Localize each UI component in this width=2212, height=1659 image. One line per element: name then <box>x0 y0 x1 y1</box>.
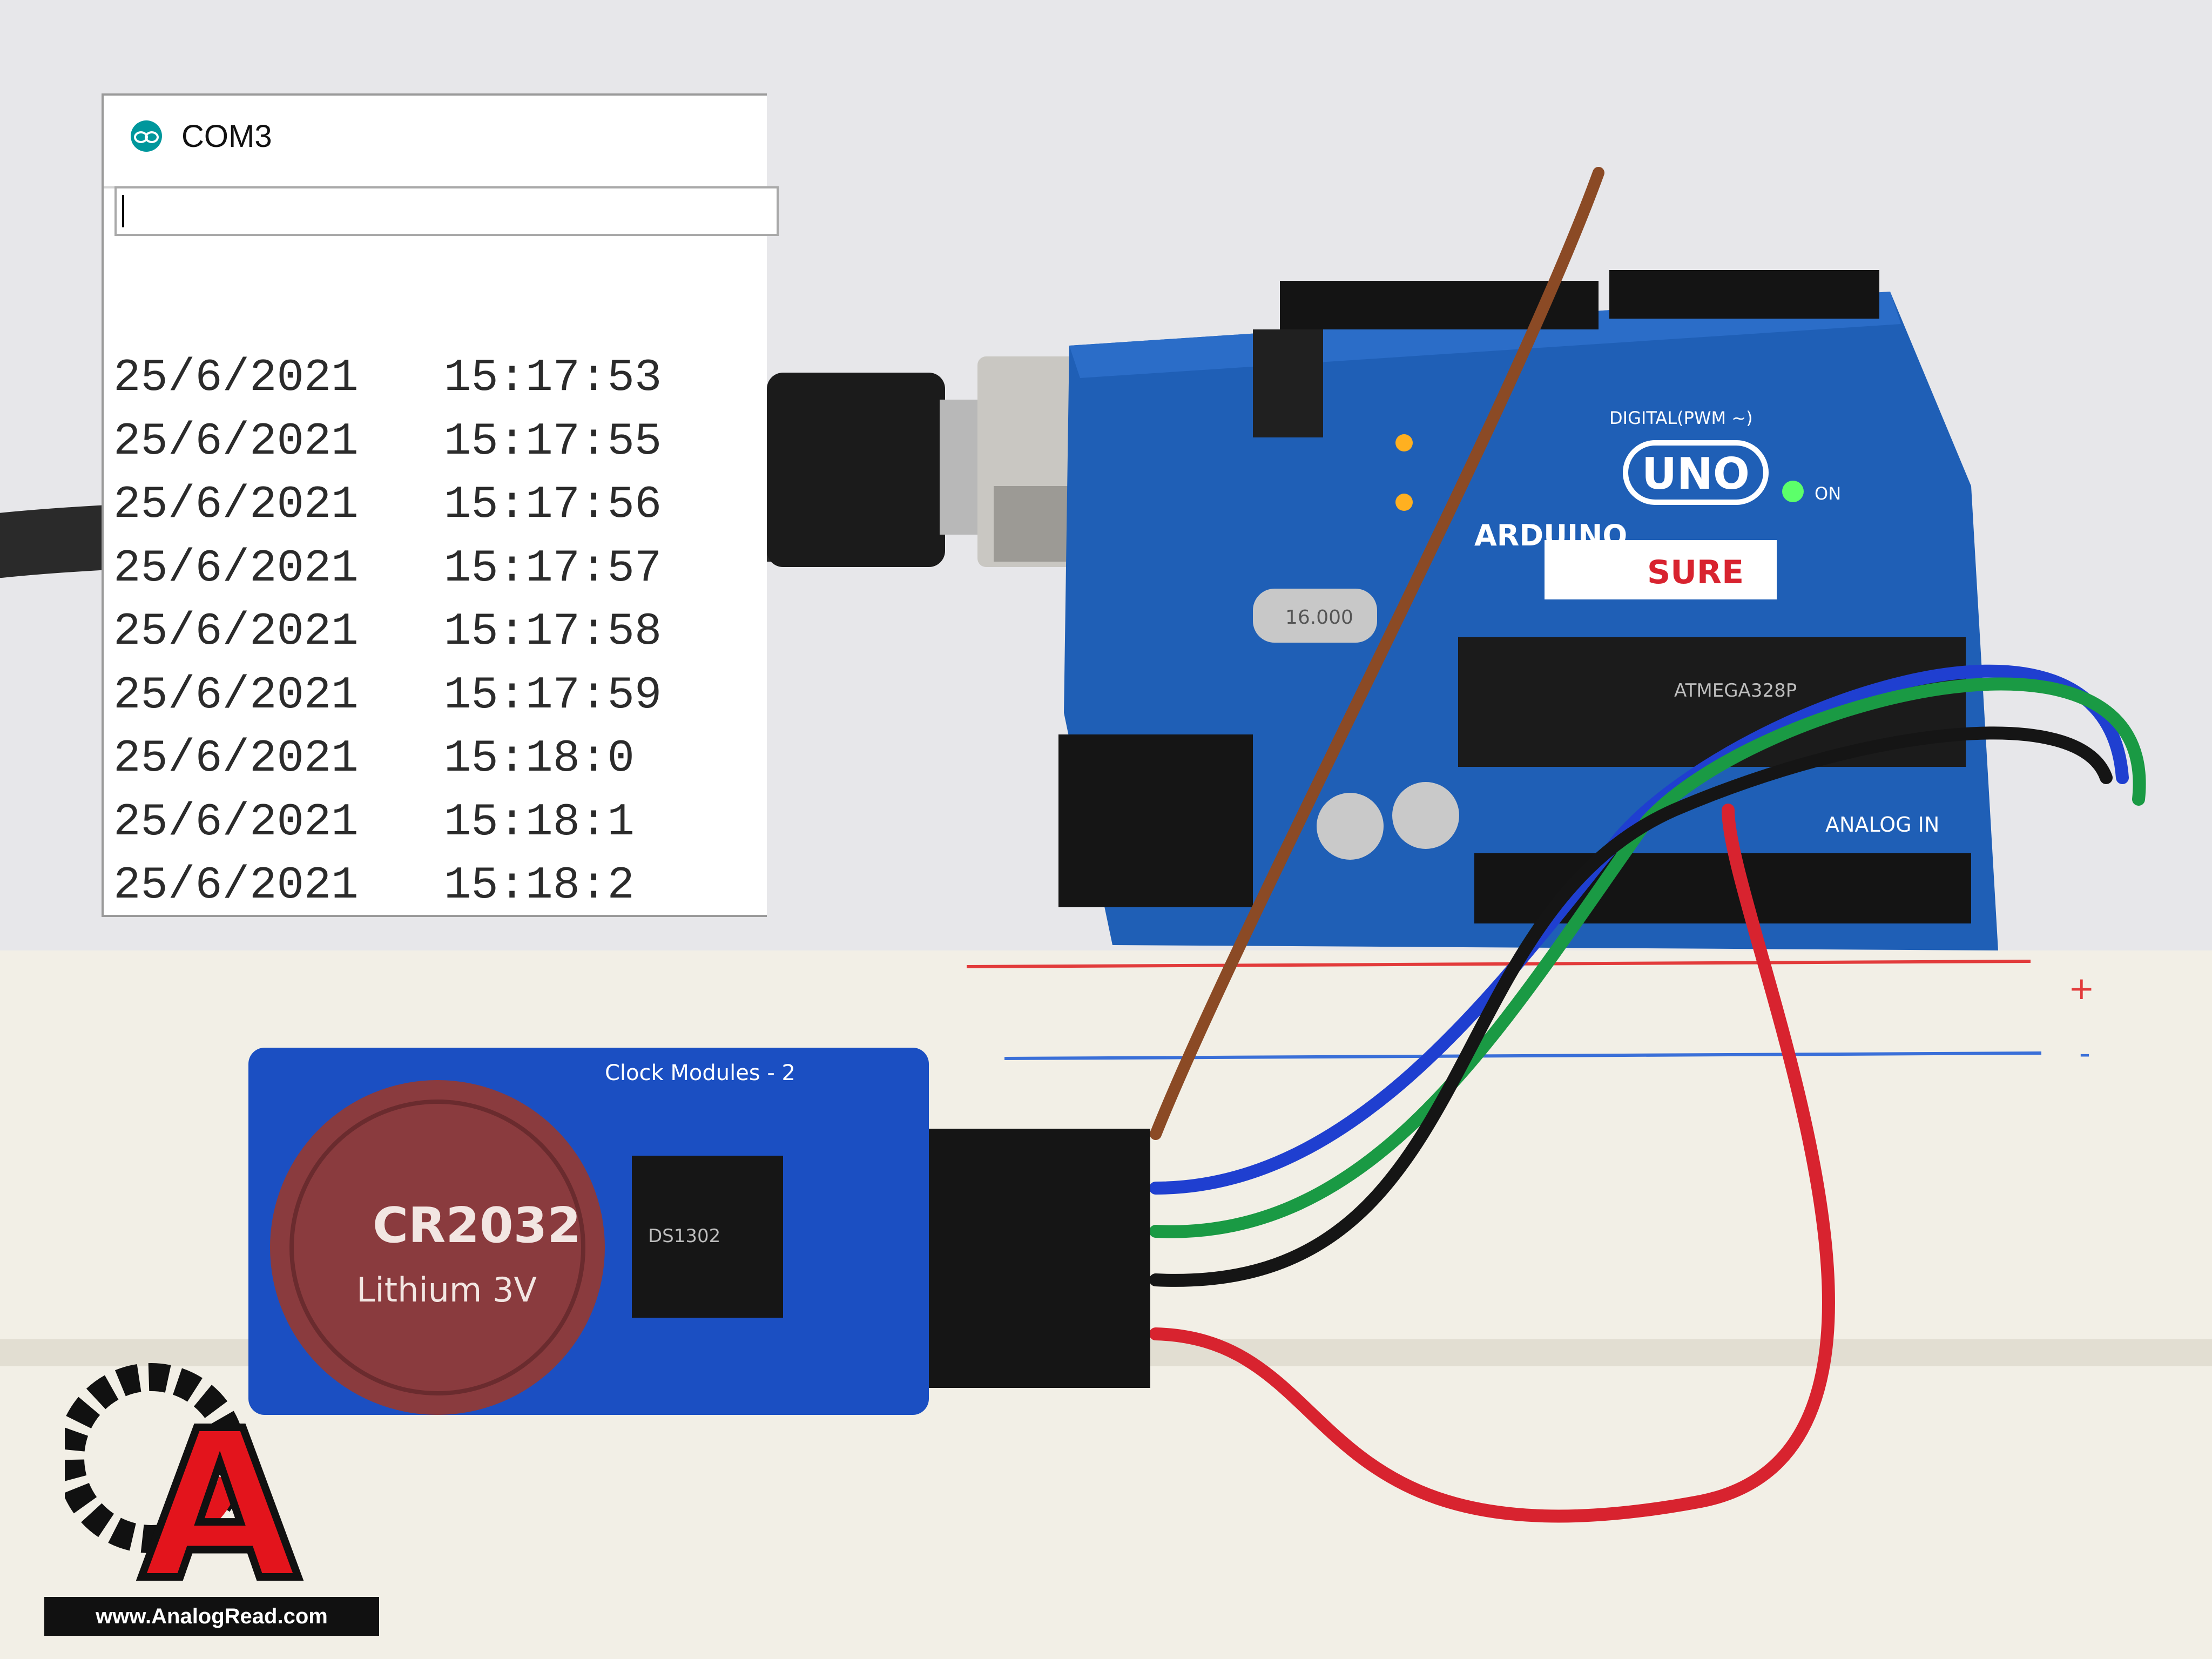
serial-line: 25/6/2021 15:17:55 <box>113 410 761 474</box>
digital-label-text: DIGITAL(PWM ~) <box>1609 408 1753 428</box>
cr2032-battery <box>270 1080 605 1415</box>
serial-titlebar: COM3 <box>104 96 767 177</box>
chip-label-text: ATMEGA328P <box>1674 680 1797 702</box>
serial-title: COM3 <box>181 118 272 154</box>
serial-line-time: 15:18:1 <box>444 797 635 848</box>
serial-line: 25/6/2021 15:17:56 <box>113 474 761 537</box>
power-jack <box>1058 734 1253 907</box>
capacitor-1 <box>1317 793 1384 860</box>
serial-line-date: 25/6/2021 <box>113 860 359 912</box>
serial-line: 25/6/2021 15:17:59 <box>113 664 761 728</box>
ds1302-chip <box>632 1156 783 1318</box>
tx-led <box>1395 494 1413 511</box>
battery-desc-text: Lithium 3V <box>356 1270 537 1310</box>
text-caret <box>122 195 124 227</box>
serial-output: 25/6/2021 15:17:53 25/6/2021 15:17:55 25/6… <box>113 347 761 918</box>
serial-input-bar <box>104 186 779 302</box>
logo-letter: A <box>140 1386 301 1604</box>
serial-line-date: 25/6/2021 <box>113 543 359 595</box>
rtc-chip-text: DS1302 <box>648 1225 720 1247</box>
sure-sticker <box>1545 540 1777 599</box>
serial-line-date: 25/6/2021 <box>113 353 359 404</box>
serial-line-time: 15:17:58 <box>444 606 662 658</box>
serial-line: 25/6/2021 15:18:2 <box>113 854 761 918</box>
serial-line-time: 15:17:53 <box>444 353 662 404</box>
serial-line: 25/6/2021 15:17:53 <box>113 347 761 410</box>
on-led <box>1782 481 1804 502</box>
serial-line: 25/6/2021 15:17:57 <box>113 537 761 601</box>
serial-line-time: 15:17:56 <box>444 480 662 531</box>
serial-line-time: 15:18:2 <box>444 860 635 912</box>
serial-line-time: 15:18:0 <box>444 733 635 785</box>
serial-line-date: 25/6/2021 <box>113 733 359 785</box>
crystal <box>1253 589 1377 643</box>
serial-line-time: 15:17:59 <box>444 670 662 721</box>
digital-header-right <box>1609 270 1879 319</box>
arduino-icon <box>131 120 162 152</box>
serial-send-input[interactable] <box>114 186 779 236</box>
serial-line: 25/6/2021 15:17:58 <box>113 601 761 664</box>
serial-line-date: 25/6/2021 <box>113 670 359 721</box>
serial-monitor-window: COM3 25/6/2021 15:17:53 25/6/2021 15:17:55… <box>102 93 779 918</box>
serial-line: 25/6/2021 15:18:1 <box>113 791 761 855</box>
on-label-text: ON <box>1815 483 1841 504</box>
serial-line-time: 15:17:57 <box>444 543 662 595</box>
serial-line-date: 25/6/2021 <box>113 797 359 848</box>
rtc-title-text: Clock Modules - 2 <box>605 1061 795 1085</box>
jumper-wires <box>1149 167 2146 1523</box>
board-model-text: UNO <box>1642 449 1750 499</box>
serial-line-date: 25/6/2021 <box>113 416 359 468</box>
serial-line-date: 25/6/2021 <box>113 606 359 658</box>
gear-icon <box>65 1363 246 1553</box>
battery-model-text: CR2032 <box>373 1197 581 1254</box>
serial-line-time: 15:17:55 <box>444 416 662 468</box>
analogread-logo: A <box>65 1363 305 1604</box>
dupont-connector <box>907 1129 1150 1388</box>
brand-url: www.AnalogRead.com <box>44 1597 379 1636</box>
capacitor-2 <box>1392 782 1459 849</box>
serial-line-date: 25/6/2021 <box>113 480 359 531</box>
serial-line: 25/6/2021 15:18:0 <box>113 727 761 791</box>
analog-label-text: ANALOG IN <box>1825 813 1939 837</box>
sticker-brand-text: SURE <box>1647 554 1744 591</box>
rail-plus-text: + <box>2068 970 2095 1007</box>
crystal-text: 16.000 <box>1285 606 1353 629</box>
rtc-module: CR2032 Lithium 3V DS1302 Clock Modules -… <box>248 1048 929 1415</box>
arduino-uno-board: ARDUINO UNO SURE ATMEGA328P 16.000 ANALO… <box>1058 270 1998 950</box>
l-led <box>1395 434 1413 451</box>
rail-minus-text: - <box>2079 1035 2090 1071</box>
